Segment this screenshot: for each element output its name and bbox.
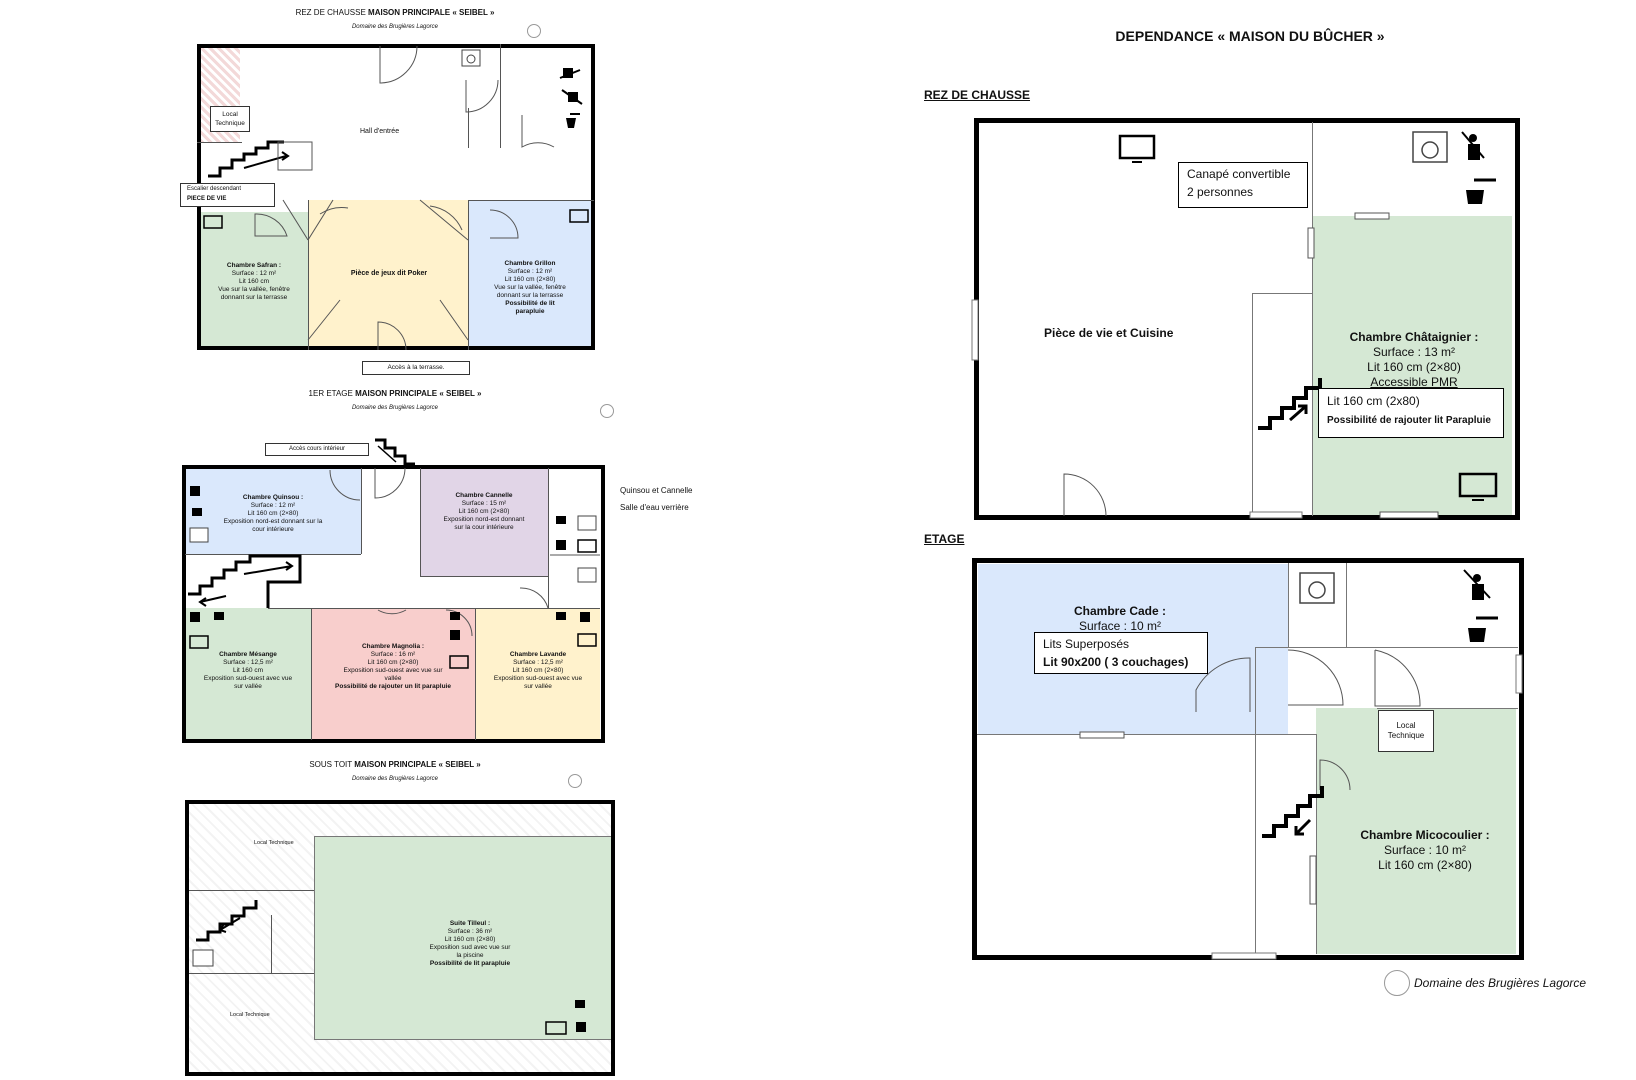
sink-icon — [575, 1000, 585, 1008]
room-tilleul — [314, 836, 611, 1040]
tilleul-label: Suite Tilleul : Surface : 36 m² Lit 160 … — [429, 920, 511, 967]
mesange-label: Chambre Mésange Surface : 12,5 m² Lit 16… — [203, 651, 293, 690]
micocoulier-label: Chambre Micocoulier : Surface : 10 m² Li… — [1360, 828, 1490, 872]
toilet-icon — [577, 515, 597, 531]
stairs-label: Escalier descendant PIECE DE VIE — [180, 183, 275, 207]
tv-icon — [1458, 472, 1498, 501]
shower-icon — [450, 630, 460, 640]
canape-box: Canapé convertible 2 personnes — [1178, 162, 1308, 208]
shower-icon — [561, 89, 583, 105]
tv-icon — [569, 209, 589, 223]
chataignier-label: Chambre Châtaignier : Surface : 13 m² Li… — [1349, 330, 1479, 389]
attic-subtitle: Domaine des Brugières Lagorce — [351, 776, 439, 782]
sink-icon — [450, 612, 460, 620]
ground-title: REZ DE CHAUSSE MAISON PRINCIPALE « SEIBE… — [295, 8, 495, 17]
tv-icon — [1118, 134, 1156, 163]
chataignier-box: Lit 160 cm (2x80) Possibilité de rajoute… — [1318, 388, 1504, 438]
footer-brand: Domaine des Brugières Lagorce — [1414, 976, 1587, 990]
attic-outer-wall — [185, 800, 615, 1076]
cade-box: Lits Superposés Lit 90x200 ( 3 couchages… — [1034, 632, 1208, 674]
lavande-label: Chambre Lavande Surface : 12,5 m² Lit 16… — [493, 651, 583, 690]
attic-local-tech-2: Local Technique — [230, 1012, 270, 1018]
sink-icon — [214, 612, 224, 620]
tv-icon — [203, 215, 223, 229]
shower-icon — [576, 1022, 586, 1032]
toilet-icon — [577, 567, 597, 583]
first-outer-wall — [182, 465, 605, 743]
logo-icon — [600, 404, 614, 418]
quinsou-label: Chambre Quinsou : Surface : 12 m² Lit 16… — [223, 494, 323, 533]
room-magnolia — [311, 608, 475, 740]
tv-icon — [545, 1021, 567, 1035]
magnolia-label: Chambre Magnolia : Surface : 16 m² Lit 1… — [335, 643, 451, 690]
tv-icon — [577, 539, 597, 553]
terrasse-label: Accès à la terrasse. — [362, 361, 470, 375]
toilet-icon — [192, 949, 214, 967]
logo-icon — [527, 24, 541, 38]
sink-icon — [1468, 616, 1498, 642]
shower-icon — [190, 486, 200, 496]
room-lavande — [475, 608, 600, 740]
shower-icon — [580, 612, 590, 622]
sink-icon — [566, 113, 580, 128]
ground-subtitle: Domaine des Brugières Lagorce — [351, 24, 439, 30]
tv-icon — [449, 655, 469, 669]
logo-icon — [568, 774, 582, 788]
attic-local-tech-1: Local Technique — [254, 840, 294, 846]
room-mesange — [185, 608, 311, 740]
shower-icon — [1463, 569, 1491, 600]
toilet-icon — [461, 49, 481, 67]
logo-icon — [1384, 970, 1410, 996]
room-chataignier — [1312, 216, 1512, 516]
local-tech-label: Local Technique — [210, 106, 250, 132]
poker-label: Pièce de jeux dit Poker — [350, 270, 428, 277]
grillon-label: Chambre Grillon Surface : 12 m² Lit 160 … — [494, 260, 566, 315]
sink-icon — [1466, 178, 1496, 204]
room-quinsou — [185, 468, 361, 554]
sink-icon — [192, 508, 202, 516]
shower-icon — [190, 612, 200, 622]
toilet-icon — [189, 527, 209, 543]
tv-icon — [189, 635, 209, 649]
room-safran — [200, 212, 308, 347]
shower-icon — [556, 540, 566, 550]
attic-title: SOUS TOIT MAISON PRINCIPALE « SEIBEL » — [309, 760, 481, 769]
room-cannelle — [420, 468, 548, 576]
etage-label: ETAGE — [924, 532, 965, 546]
side-note-1: Quinsou et Cannelle — [620, 486, 693, 495]
safran-label: Chambre Safran : Surface : 12 m² Lit 160… — [218, 262, 290, 301]
cannelle-label: Chambre Cannelle Surface : 15 m² Lit 160… — [443, 492, 525, 531]
dep-local-tech: Local Technique — [1378, 710, 1434, 752]
hall-label: Hall d'entrée — [360, 128, 400, 135]
tv-icon — [577, 633, 597, 647]
sink-icon — [556, 516, 566, 524]
first-subtitle: Domaine des Brugières Lagorce — [351, 405, 439, 411]
sink-icon — [556, 612, 566, 620]
shower-icon — [1461, 131, 1485, 160]
cade-label: Chambre Cade : Surface : 10 m² — [1073, 604, 1167, 633]
toilet-icon — [1299, 572, 1335, 604]
piece-vie-label: Pièce de vie et Cuisine — [1044, 326, 1174, 340]
side-note-2: Salle d'eau verrière — [620, 503, 689, 512]
room-grillon — [468, 200, 592, 347]
ground-label: REZ DE CHAUSSE — [924, 88, 1031, 102]
toilet-icon — [1412, 131, 1448, 163]
room-poker — [308, 200, 468, 347]
access-label: Accès cours intérieur — [265, 443, 369, 456]
dependance-title: DEPENDANCE « MAISON DU BÛCHER » — [1115, 28, 1385, 44]
first-title: 1ER ETAGE MAISON PRINCIPALE « SEIBEL » — [308, 389, 482, 398]
shower-icon — [559, 68, 581, 79]
